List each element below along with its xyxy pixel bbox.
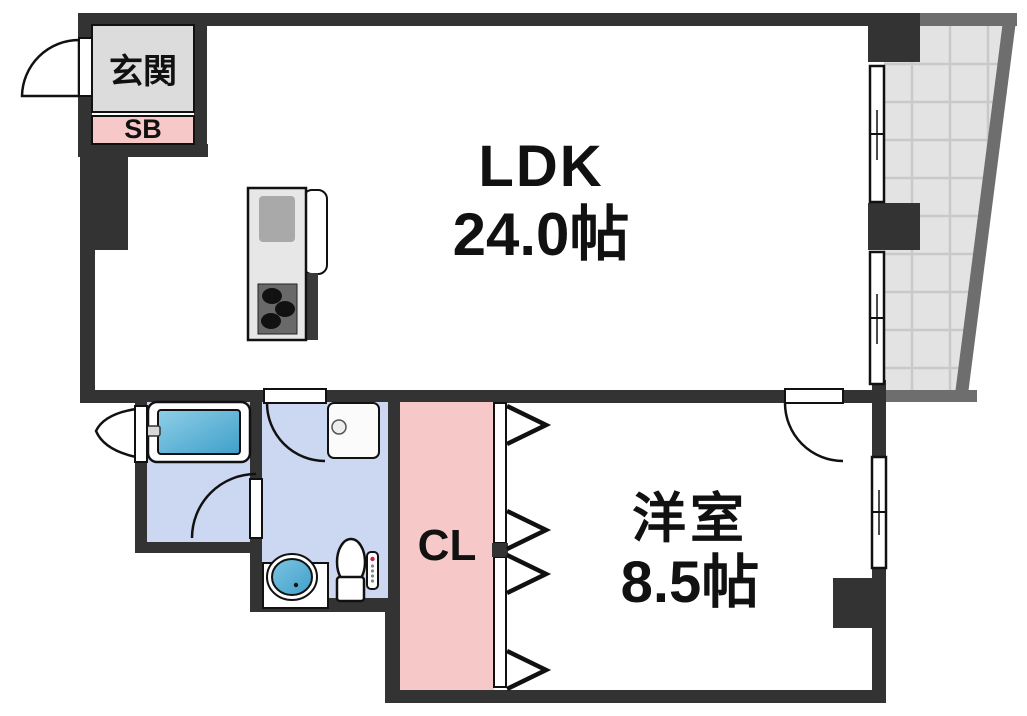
kitchen-sink [259,196,295,242]
wall-genkan-right [194,13,207,157]
closet-label: CL [417,521,477,570]
genkan-room-label: 玄関 [109,53,177,91]
wall-below-sb [78,144,208,157]
washing-machine-pan-icon [327,402,380,459]
balcony-floor [884,26,1006,390]
wall-balcony-pillar-top [868,13,920,62]
wall-washroom-left-lower [250,538,262,610]
sliding-window-icon [868,64,886,204]
shoe-box-area [91,115,195,145]
bath-faucet [146,425,161,437]
shoe-box-label: SB [124,114,162,144]
western-room-label: 洋室 8.5帖 [510,488,870,616]
folding-door-icon [492,402,552,692]
ldk-room-size: 24.0帖 [452,201,630,268]
stove [257,283,298,335]
kitchen-counter-icon [246,186,328,342]
bath-door-icon [190,472,263,539]
wall-ldk-bottom-left [80,390,265,403]
wall-ldk-bottom-right [843,390,873,403]
folding-door-chevrons [506,403,552,692]
closet-area [400,402,494,690]
wall-ldk-bottom-mid [325,390,785,403]
wall-west-room-pillar [833,578,873,628]
wall-left-lower [80,250,95,403]
windows [868,64,888,570]
entrance-door-icon [20,37,93,98]
wall-left-pillar [80,157,128,250]
ldk-room-name: LDK [478,134,604,199]
washbasin-icon [262,553,329,609]
bathtub-icon [146,400,252,464]
bathroom-outer-door-icon [94,405,148,463]
west-room-door-icon [783,388,844,463]
toilet-control-panel [366,551,379,590]
ldk-room-label: LDK 24.0帖 [336,134,746,270]
washroom-door-icon [263,388,327,463]
sliding-window-icon [868,250,886,386]
wall-bath-washroom-divider [250,403,262,479]
walls [78,13,920,703]
wall-top [78,13,920,26]
wall-balcony-pillar-mid [868,203,920,250]
wall-bath-bottom [135,542,262,553]
western-room-size: 8.5帖 [620,550,760,615]
wall-bottom [385,690,886,703]
wall-closet-left [385,390,400,692]
sliding-window-icon [870,455,888,570]
western-room-name: 洋室 [632,489,748,549]
balcony-outer-wall [873,13,1017,402]
toilet-icon [335,537,379,603]
